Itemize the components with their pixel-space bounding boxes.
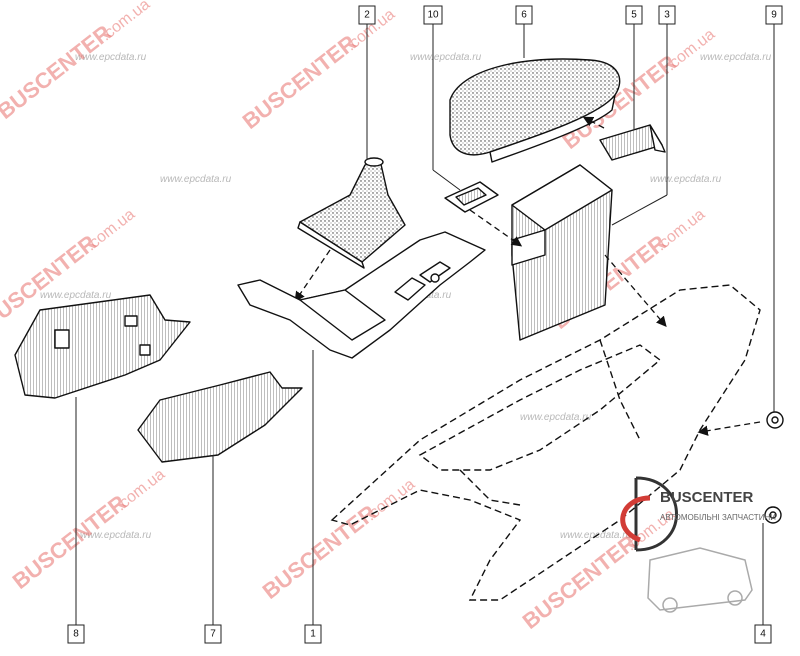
callout-label: 9 (771, 10, 777, 21)
watermark-site: www.epcdata.ru (160, 174, 232, 185)
part-small-tray (444, 181, 523, 247)
callout-9: 9 (765, 5, 783, 25)
part-center-bezel (237, 231, 486, 359)
callout-10: 10 (423, 5, 443, 25)
watermark-brand-domain: .com.ua (363, 476, 418, 524)
watermark-site: www.epcdata.ru (520, 412, 592, 423)
watermark-site: www.epcdata.ru (75, 52, 147, 63)
callout-label: 4 (760, 629, 766, 640)
callout-label: 10 (427, 10, 439, 21)
watermark-brand: BUSCENTER (238, 30, 361, 134)
callout-label: 2 (364, 10, 370, 21)
part-gear-boot (294, 157, 406, 303)
watermark-brand-domain: .com.ua (98, 0, 153, 44)
watermark-brand: BUSCENTER (8, 490, 131, 594)
callout-label: 3 (664, 10, 670, 21)
watermark-brand: BUSCENTER (518, 530, 641, 634)
watermark-brand: BUSCENTER (258, 500, 381, 604)
callout-5: 5 (625, 5, 643, 25)
part-clip-9 (766, 411, 784, 429)
callout-label: 8 (73, 629, 79, 640)
callout-2: 2 (358, 5, 376, 25)
part-armrest-cushion (449, 58, 621, 163)
callout-label: 1 (310, 629, 316, 640)
callout-3: 3 (658, 5, 676, 25)
callout-6: 6 (515, 5, 533, 25)
watermark-brand-domain: .com.ua (113, 466, 168, 514)
part-storage-box (511, 164, 613, 341)
part-side-panel-left (14, 294, 191, 399)
watermark-brand-domain: .com.ua (663, 26, 718, 74)
part-lower-panel (137, 371, 303, 463)
callout-label: 7 (210, 629, 216, 640)
watermark-site: www.epcdata.ru (410, 52, 482, 63)
watermark-site: www.epcdata.ru (40, 290, 112, 301)
part-clip-4 (764, 506, 782, 524)
callout-1: 1 (304, 624, 322, 644)
logo-name: BUSCENTER (660, 489, 754, 506)
watermark-site: www.epcdata.ru (650, 174, 722, 185)
watermark-brand: BUSCENTER (0, 20, 116, 124)
callout-label: 5 (631, 10, 637, 21)
logo-tagline: АВТОМОБІЛЬНІ ЗАПЧАСТИНИ (660, 513, 776, 522)
callout-8: 8 (67, 624, 85, 644)
watermark-site: www.epcdata.ru (700, 52, 772, 63)
leader-lines (75, 24, 775, 625)
buscenter-logo: BUSCENTER АВТОМОБІЛЬНІ ЗАПЧАСТИНИ (620, 476, 776, 613)
watermark-brand-domain: .com.ua (83, 206, 138, 254)
callout-7: 7 (204, 624, 222, 644)
callout-label: 6 (521, 10, 527, 21)
part-hinge-clip (582, 116, 666, 161)
watermark-site: www.epcdata.ru (80, 530, 152, 541)
watermark-brand-domain: .com.ua (653, 206, 708, 254)
callout-4: 4 (754, 624, 772, 644)
part-console-body-outline (330, 254, 761, 601)
